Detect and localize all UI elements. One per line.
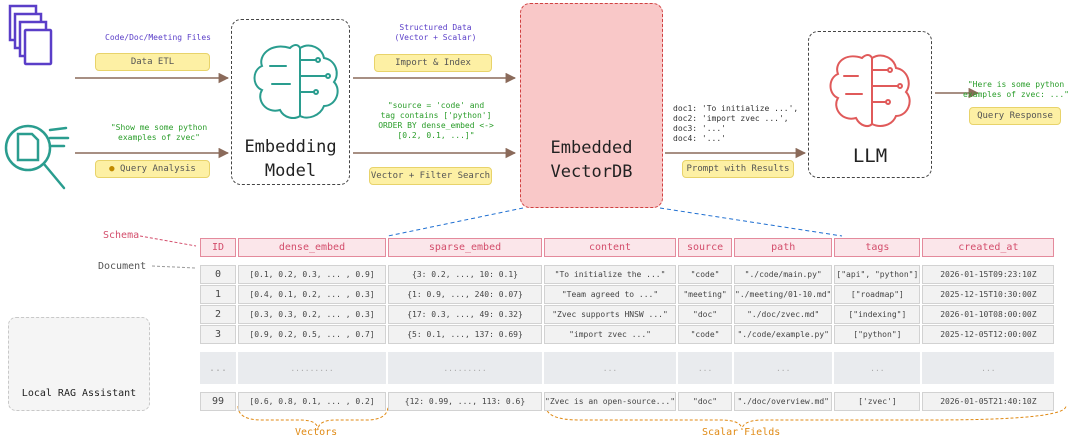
column-header: dense_embed <box>238 238 386 257</box>
table-cell: 2 <box>200 305 236 324</box>
table-cell: 2026-01-05T21:40:10Z <box>922 392 1055 411</box>
table-cell: ... <box>834 352 921 384</box>
table-cell: "./doc/zvec.md" <box>734 305 833 324</box>
local-rag-assistant-box: Local RAG Assistant <box>8 317 150 411</box>
table-cell: [0.9, 0.2, 0.5, ... , 0.7] <box>238 325 386 344</box>
llm-label: LLM <box>852 145 888 167</box>
table-cell: "Zvec supports HNSW ..." <box>544 305 677 324</box>
table-cell: ... <box>734 352 833 384</box>
table-cell: 2025-12-15T10:30:00Z <box>922 285 1055 304</box>
table-cell: 3 <box>200 325 236 344</box>
scalar-fields-label: Scalar Fields <box>702 427 781 438</box>
vector-filter-search-tag: Vector + Filter Search <box>369 167 492 185</box>
table-cell: "doc" <box>678 392 733 411</box>
schema-row: ID dense_embed sparse_embed content sour… <box>200 238 1055 257</box>
schema-label: Schema <box>103 230 140 241</box>
vectors-label: Vectors <box>295 427 338 438</box>
document-table: ID dense_embed sparse_embed content sour… <box>198 237 1056 412</box>
table-cell: "doc" <box>678 305 733 324</box>
table-cell: ["python"] <box>834 325 921 344</box>
files-note: Code/Doc/Meeting Files <box>105 33 211 42</box>
brain-circuit-icon <box>829 54 911 127</box>
table-cell: 2026-01-15T09:23:10Z <box>922 265 1055 284</box>
table-cell: [0.3, 0.3, 0.2, ... , 0.3] <box>238 305 386 324</box>
search-document-icon <box>4 124 70 190</box>
table-cell: "./meeting/01-10.md" <box>734 285 833 304</box>
table-cell: "import zvec ..." <box>544 325 677 344</box>
table-row: 0 [0.1, 0.2, 0.3, ... , 0.9] {3: 0.2, ..… <box>200 265 1055 284</box>
embedded-vectordb-box: Embedded VectorDB <box>520 3 663 208</box>
table-cell: ['zvec'] <box>834 392 921 411</box>
table-cell: {17: 0.3, ..., 49: 0.32} <box>388 305 542 324</box>
embedding-model-box: Embedding Model <box>231 19 350 185</box>
ellipsis-row: ... ......... ......... ... ... ... ... … <box>200 352 1055 384</box>
import-index-tag: Import & Index <box>374 54 492 72</box>
brain-circuit-icon <box>253 44 339 119</box>
column-header: source <box>678 238 733 257</box>
table-cell: {3: 0.2, ..., 10: 0.1} <box>388 265 542 284</box>
document-stack-icon <box>8 4 53 66</box>
table-cell: {1: 0.9, ..., 240: 0.07} <box>388 285 542 304</box>
table-cell: 2026-01-10T08:00:00Z <box>922 305 1055 324</box>
table-cell: 1 <box>200 285 236 304</box>
table-cell: ... <box>678 352 733 384</box>
table-cell: "code" <box>678 325 733 344</box>
table-row: 3 [0.9, 0.2, 0.5, ... , 0.7] {5: 0.1, ..… <box>200 325 1055 344</box>
structured-data-note: Structured Data (Vector + Scalar) <box>394 23 477 42</box>
table-cell: ["roadmap"] <box>834 285 921 304</box>
document-label: Document <box>98 261 147 272</box>
column-header: sparse_embed <box>388 238 542 257</box>
table-cell: "./code/main.py" <box>734 265 833 284</box>
table-cell: "Team agreed to ..." <box>544 285 677 304</box>
embedding-model-label-line2: Model <box>264 161 317 181</box>
embedding-model-label-line1: Embedding <box>244 137 337 157</box>
answer-note: "Here is some python examples of zvec: .… <box>963 80 1069 99</box>
column-header: path <box>734 238 833 257</box>
lightbulb-icon: ● <box>109 164 115 174</box>
column-header: content <box>544 238 677 257</box>
query-analysis-label: Query Analysis <box>119 164 196 174</box>
query-note: "Show me some python examples of zvec" <box>110 123 208 142</box>
table-cell: "Zvec is an open-source..." <box>544 392 677 411</box>
table-row: 99 [0.6, 0.8, 0.1, ... , 0.2] {12: 0.99,… <box>200 392 1055 411</box>
data-etl-tag: Data ETL <box>95 53 210 71</box>
table-row: 2 [0.3, 0.3, 0.2, ... , 0.3] {17: 0.3, .… <box>200 305 1055 324</box>
table-cell: ... <box>922 352 1055 384</box>
table-cell: ......... <box>238 352 386 384</box>
table-cell: "./code/example.py" <box>734 325 833 344</box>
table-cell: "meeting" <box>678 285 733 304</box>
column-header: tags <box>834 238 921 257</box>
table-cell: ......... <box>388 352 542 384</box>
table-cell: "./doc/overview.md" <box>734 392 833 411</box>
table-cell: ["api", "python"] <box>834 265 921 284</box>
prompt-with-results-tag: Prompt with Results <box>682 160 794 178</box>
table-cell: {12: 0.99, ..., 113: 0.6} <box>388 392 542 411</box>
table-row: 1 [0.4, 0.1, 0.2, ... , 0.3] {1: 0.9, ..… <box>200 285 1055 304</box>
column-header: created_at <box>922 238 1055 257</box>
retrieved-docs-note: doc1: 'To initialize ...', doc2: 'import… <box>673 104 799 143</box>
local-rag-assistant-label: Local RAG Assistant <box>21 388 137 399</box>
filter-query-note: "source = 'code' and tag contains ['pyth… <box>378 101 494 140</box>
table-cell: 99 <box>200 392 236 411</box>
vectordb-label-line1: Embedded <box>550 138 633 158</box>
table-cell: ["indexing"] <box>834 305 921 324</box>
table-cell: 2025-12-05T12:00:00Z <box>922 325 1055 344</box>
table-cell: ... <box>544 352 677 384</box>
column-header: ID <box>200 238 236 257</box>
query-response-tag: Query Response <box>969 107 1061 125</box>
llm-box: LLM <box>808 31 932 178</box>
query-analysis-tag: ● Query Analysis <box>95 160 210 178</box>
vectordb-label-line2: VectorDB <box>550 162 633 182</box>
table-cell: [0.4, 0.1, 0.2, ... , 0.3] <box>238 285 386 304</box>
table-cell: [0.6, 0.8, 0.1, ... , 0.2] <box>238 392 386 411</box>
table-cell: "To initialize the ..." <box>544 265 677 284</box>
table-cell: "code" <box>678 265 733 284</box>
table-cell: ... <box>200 352 236 384</box>
table-cell: {5: 0.1, ..., 137: 0.69} <box>388 325 542 344</box>
table-cell: [0.1, 0.2, 0.3, ... , 0.9] <box>238 265 386 284</box>
table-cell: 0 <box>200 265 236 284</box>
